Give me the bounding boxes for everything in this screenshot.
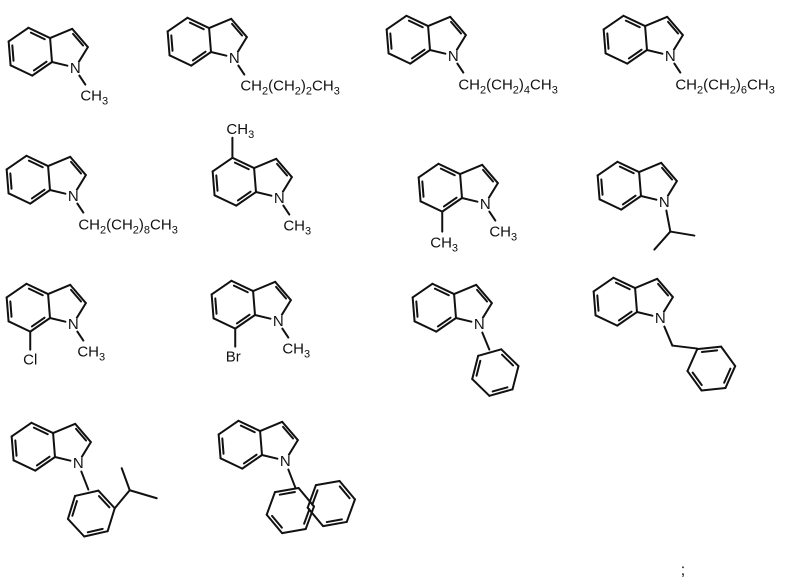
nitrogen-label: N [229, 50, 240, 67]
compound-8-isopropylindole: N [596, 160, 696, 251]
nitrogen-label: N [280, 453, 291, 470]
nitrogen-label: N [73, 455, 84, 472]
compound-14-naphthylindole: N [217, 419, 356, 535]
compound-1-methylindole: N CH3​ [7, 26, 108, 108]
compound-10-bromo-methylindole: N Br CH3​ [210, 279, 310, 366]
nitrogen-label: N [480, 196, 491, 213]
compound-11-phenylindole: N [411, 282, 520, 397]
alkyl-chain-label: CH2​(CH2​)6​CH3​ [675, 77, 775, 97]
methyl-label: CH3​ [489, 224, 517, 244]
nitrogen-label: N [665, 48, 676, 65]
compound-12-benzylindole: N [592, 276, 737, 392]
nitrogen-label: N [448, 48, 459, 65]
compound-5-decylindole: N CH2​(CH2​)8​CH3​ [5, 154, 178, 237]
bromine-label: Br [226, 349, 241, 366]
methyl-label: CH3​ [77, 344, 105, 364]
compound-3-hexylindole: N CH2​(CH2​)4​CH3​ [385, 14, 558, 97]
methyl-label: CH3​ [283, 218, 311, 238]
methyl-label: CH3​ [282, 341, 310, 361]
compound-4-octylindole: N CH2​(CH2​)6​CH3​ [602, 14, 775, 97]
compound-9-chloro-methylindole: N Cl CH3​ [5, 282, 105, 369]
compound-7-dimethylindole: N CH3​ CH3​ [417, 162, 517, 255]
nitrogen-label: N [659, 194, 670, 211]
ring-methyl-label: CH3​ [226, 121, 254, 141]
alkyl-chain-label: CH2​(CH2​)2​CH3​ [240, 78, 340, 98]
ring-methyl-label: CH3​ [430, 235, 458, 255]
chlorine-label: Cl [23, 352, 37, 369]
nitrogen-label: N [68, 188, 79, 205]
nitrogen-label: N [70, 60, 81, 77]
alkyl-chain-label: CH2​(CH2​)4​CH3​ [458, 77, 558, 97]
nitrogen-label: N [274, 190, 285, 207]
methyl-label: CH3​ [80, 88, 108, 108]
compound-6-dimethylindole: N CH3​ CH3​ [211, 121, 311, 238]
nitrogen-label: N [68, 316, 79, 333]
nitrogen-label: N [273, 313, 284, 330]
compound-13-isopropylphenylindole: N [10, 421, 158, 538]
terminator-semicolon: ; [681, 562, 685, 579]
nitrogen-label: N [655, 310, 666, 327]
nitrogen-label: N [474, 316, 485, 333]
alkyl-chain-label: CH2​(CH2​)8​CH3​ [78, 217, 178, 237]
